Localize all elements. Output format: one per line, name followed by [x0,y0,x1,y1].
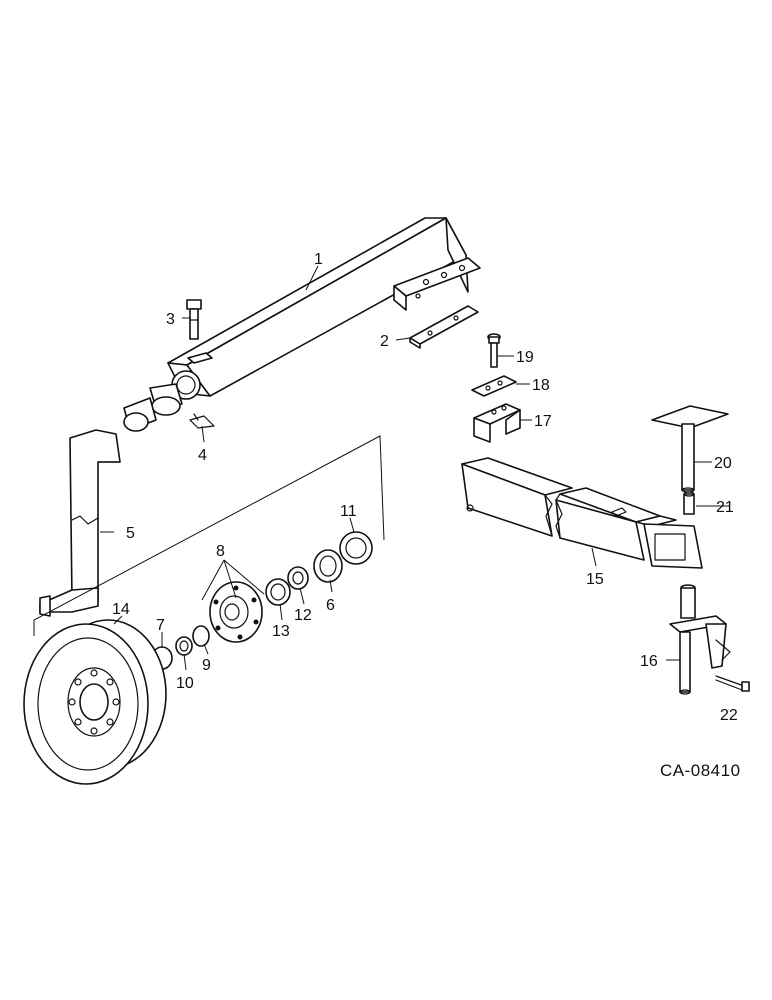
callout-13: 13 [272,623,290,640]
part-22-bolt [715,675,750,692]
part-6-seal [313,549,343,583]
callout-15: 15 [586,571,604,588]
callout-5: 5 [126,525,135,542]
part-12-bearing-cone [287,566,309,590]
part-21-pin [683,491,695,515]
callout-9: 9 [202,657,211,674]
part-11-cup [339,531,373,565]
callout-4: 4 [198,447,207,464]
leader-lines [100,265,730,671]
callout-7: 7 [156,617,165,634]
part-13-bearing-cup [265,578,291,606]
part-4-clip [189,413,215,429]
part-10-nut [175,636,193,656]
callout-10: 10 [176,675,194,692]
callout-20: 20 [714,455,732,472]
part-8-hub [209,581,263,643]
part-9-ring [192,625,210,647]
part-5-spindle-arm [39,383,183,617]
callout-21: 21 [716,499,734,516]
callout-19: 19 [516,349,534,366]
part-1-main-beam [167,217,481,400]
part-19-bolt [487,333,501,368]
callout-17: 17 [534,413,552,430]
callout-11: 11 [340,503,357,520]
part-20-stand [651,405,729,493]
part-14-wheel [23,619,167,785]
hub-panel-outline [33,435,385,636]
part-17-bracket [473,403,521,443]
callout-labels: 1 2 3 4 5 6 7 8 9 10 11 12 13 14 15 16 1… [112,251,738,724]
callout-12: 12 [294,607,312,624]
drawing-code: CA-08410 [660,761,741,780]
part-3-bolt [186,299,202,340]
part-2-plate [409,305,479,349]
callout-1: 1 [314,251,323,268]
callout-6: 6 [326,597,335,614]
callout-18: 18 [532,377,550,394]
callout-14: 14 [112,601,130,618]
callout-8: 8 [216,543,225,560]
part-16-jack [669,584,731,695]
callout-22: 22 [720,707,738,724]
callout-3: 3 [166,311,175,328]
part-15-tongue-tube [461,457,703,569]
callout-2: 2 [380,333,389,350]
callout-16: 16 [640,653,658,670]
part-18-plate [471,375,517,397]
